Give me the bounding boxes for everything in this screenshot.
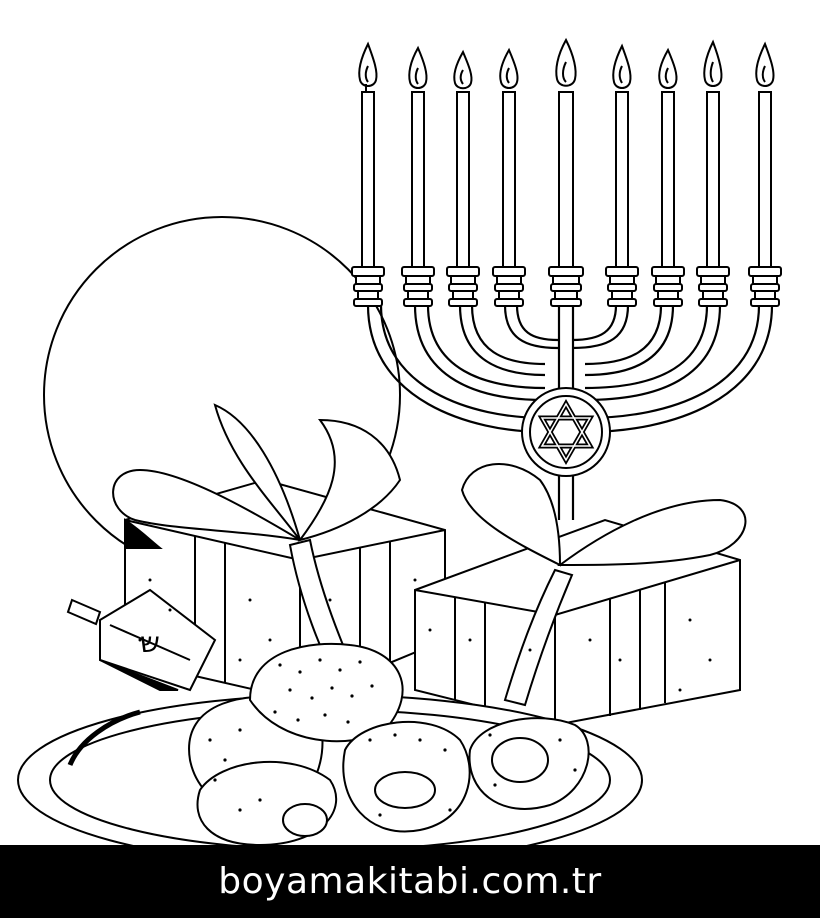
candle-holders (352, 267, 781, 306)
flames (359, 40, 773, 92)
menorah-arm (517, 305, 558, 340)
menorah-arm (585, 305, 720, 400)
hanukkah-coloring-illustration: ש (0, 0, 820, 845)
menorah-arm (472, 305, 545, 364)
candle (457, 92, 469, 267)
candle-holder (447, 267, 479, 306)
site-name-text: boyamakitabi.com.tr (218, 861, 602, 902)
candle-holder (352, 267, 384, 306)
dreidel: ש (68, 590, 215, 690)
candle (616, 92, 628, 267)
candle (412, 92, 424, 267)
box-texture (138, 578, 712, 692)
ribbon-bow (462, 464, 560, 565)
candles (362, 92, 771, 267)
candle-holder (749, 267, 781, 306)
ribbon-bow (215, 405, 300, 540)
donut (250, 644, 403, 741)
ribbon-bow (113, 470, 300, 540)
gift-box-right (415, 520, 740, 725)
site-footer-banner: boyamakitabi.com.tr (0, 845, 820, 918)
candle (503, 92, 515, 267)
menorah-arm (572, 305, 628, 348)
candle (559, 92, 573, 267)
menorah-arm (585, 305, 707, 388)
ribbon-bow (300, 420, 400, 540)
menorah-arm (381, 305, 545, 418)
candle (362, 92, 374, 267)
candle (759, 92, 771, 267)
candle (662, 92, 674, 267)
donuts (189, 644, 589, 845)
menorah-arm (428, 305, 545, 388)
candle-holder (493, 267, 525, 306)
star-of-david-icon (522, 388, 610, 476)
dreidel-letter: ש (140, 626, 160, 659)
ribbon-bow (560, 500, 745, 565)
menorah-arm (585, 305, 661, 364)
candle-holder (652, 267, 684, 306)
menorah-arm (585, 305, 772, 432)
candle-holder (606, 267, 638, 306)
menorah-arm (415, 305, 545, 400)
candle-holder (402, 267, 434, 306)
menorah-arm (460, 305, 545, 375)
menorah (368, 305, 772, 520)
candle-holder (549, 267, 583, 306)
menorah-arm (505, 305, 558, 348)
candle (707, 92, 719, 267)
ribbon-tail (505, 570, 572, 705)
menorah-arm (585, 305, 759, 418)
flame-icon (756, 44, 773, 86)
menorah-arm (585, 305, 673, 375)
ribbons (113, 405, 745, 705)
menorah-arm (572, 305, 616, 340)
candle-holder (697, 267, 729, 306)
menorah-arm (368, 305, 545, 432)
